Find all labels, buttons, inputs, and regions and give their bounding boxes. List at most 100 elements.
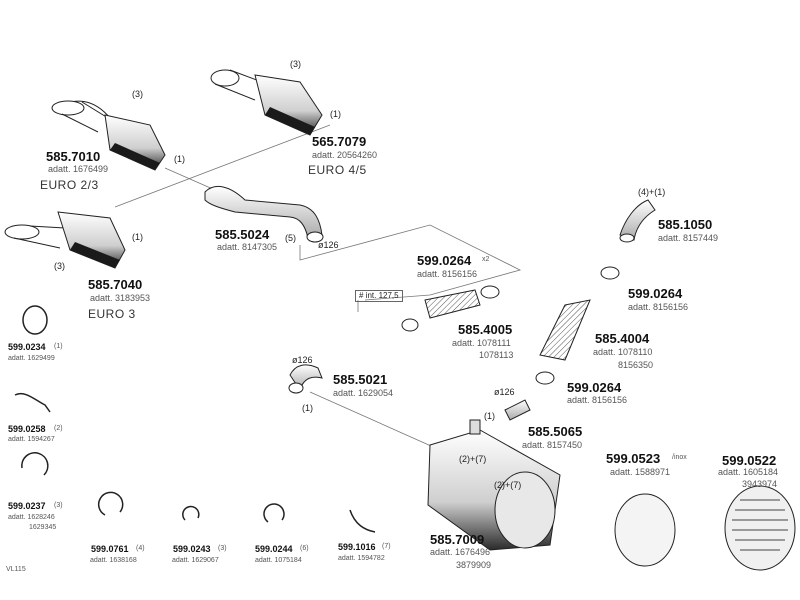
part-number-599-1016: 599.1016	[338, 542, 376, 552]
sheet-code: VL115	[6, 566, 26, 573]
elbow-585-5021-drawing	[288, 364, 323, 394]
euro-565-7079: EURO 4/5	[308, 163, 367, 177]
diameter-label: ø126	[292, 355, 313, 365]
adatt-599-0761: adatt. 1638168	[90, 557, 137, 564]
adatt-585-4004: adatt. 1078110	[593, 347, 653, 357]
adatt2-599-0237: 1629345	[29, 524, 57, 531]
callout-qty: (3)	[54, 261, 65, 271]
muffler-585-7040-drawing	[4, 211, 126, 269]
callout-qty: (2)+(7)	[494, 480, 522, 490]
adatt-585-7040: adatt. 3183953	[90, 293, 151, 303]
inner-diameter-label: # int. 127,5	[355, 290, 403, 302]
diameter-label: ø126	[494, 387, 515, 397]
part-number-585-5065: 585.5065	[528, 424, 583, 439]
pipe-585-1050-drawing	[619, 199, 656, 243]
part-number-599-0522: 599.0522	[722, 453, 777, 468]
part-number-585-4004: 585.4004	[595, 331, 650, 346]
part-number-599-0258: 599.0258	[8, 424, 46, 434]
bolt-icon-599-1016	[349, 509, 376, 533]
part-number-599-0264-b: 599.0264	[628, 286, 683, 301]
callout-qty: (1)	[330, 109, 341, 119]
part-number-599-0523: 599.0523	[606, 451, 661, 466]
flex-pipe-585-4005-drawing	[424, 289, 481, 319]
part-number-599-0237: 599.0237	[8, 501, 46, 511]
qty-599-0761: (4)	[136, 545, 145, 552]
ring-icon-599-0243	[182, 505, 200, 521]
muffler-565-7079-drawing	[210, 69, 323, 136]
adatt-585-5065: adatt. 8157450	[522, 440, 583, 450]
callout-qty: (1)	[484, 411, 495, 421]
adatt-585-5024: adatt. 8147305	[217, 242, 278, 252]
qty-599-0258: (2)	[54, 425, 63, 432]
adatt-599-0258: adatt. 1594267	[8, 436, 55, 443]
qty-599-0243: (3)	[218, 545, 227, 552]
part-number-565-7079: 565.7079	[312, 134, 367, 149]
qty-599-0244: (6)	[300, 545, 309, 552]
ring-icon-599-0761	[97, 491, 124, 516]
adatt-599-0264-c: adatt. 8156156	[567, 395, 628, 405]
clamp-icon-599-0234	[22, 305, 48, 335]
callout-qty: (3)	[290, 59, 301, 69]
adatt2-585-4005: 1078113	[479, 350, 514, 360]
part-number-599-0234: 599.0234	[8, 342, 46, 352]
adatt-599-0523: adatt. 1588971	[610, 467, 671, 477]
clamp-drawings	[401, 266, 620, 385]
adatt-599-0522: adatt. 1605184	[718, 467, 779, 477]
cover-599-0522-drawing	[724, 485, 796, 571]
qty-599-0234: (1)	[54, 343, 63, 350]
adatt-599-1016: adatt. 1594782	[338, 555, 385, 562]
muffler-585-7010-drawing	[51, 100, 166, 171]
part-number-585-7009: 585.7009	[430, 532, 485, 547]
adatt-585-7009: adatt. 1676496	[430, 547, 491, 557]
euro-585-7040: EURO 3	[88, 307, 136, 321]
part-number-599-0761: 599.0761	[91, 544, 129, 554]
part-number-585-7010: 585.7010	[46, 149, 101, 164]
ring-icon-599-0244	[263, 503, 285, 523]
clip-icon-599-0237	[21, 452, 49, 476]
bracket-icon-599-0258	[14, 393, 51, 413]
adatt2-599-0522: 3943974	[742, 479, 778, 489]
qty-599-0264-a: x2	[482, 256, 490, 263]
part-number-599-0264-c: 599.0264	[567, 380, 622, 395]
callout-qty: (1)	[302, 403, 313, 413]
adatt-585-7010: adatt. 1676499	[48, 164, 109, 174]
part-number-585-5024: 585.5024	[215, 227, 270, 242]
hardware-icons	[14, 305, 376, 533]
adatt-599-0264-b: adatt. 8156156	[628, 302, 689, 312]
callout-qty: (1)	[174, 154, 185, 164]
qty-599-1016: (7)	[382, 543, 391, 550]
euro-585-7010: EURO 2/3	[40, 178, 99, 192]
part-number-585-7040: 585.7040	[88, 277, 143, 292]
adatt-599-0237: adatt. 1628246	[8, 514, 55, 521]
adatt2-585-7009: 3879909	[456, 560, 492, 570]
part-number-585-5021: 585.5021	[333, 372, 388, 387]
callout-qty: (2)+(7)	[459, 454, 487, 464]
adatt-599-0244: adatt. 1075184	[255, 557, 302, 564]
callout-qty: (4)+(1)	[638, 187, 666, 197]
adatt-599-0243: adatt. 1629067	[172, 557, 219, 564]
adatt-599-0234: adatt. 1629499	[8, 355, 55, 362]
callout-qty: (5)	[285, 233, 296, 243]
part-number-599-0244: 599.0244	[255, 544, 293, 554]
adatt-599-0264-a: adatt. 8156156	[417, 269, 478, 279]
part-number-599-0243: 599.0243	[173, 544, 211, 554]
diameter-label: ø126	[318, 240, 339, 250]
pipe-585-5024-drawing	[204, 185, 324, 243]
part-number-585-1050: 585.1050	[658, 217, 713, 232]
qty-599-0523: /inox	[672, 454, 687, 461]
adatt-565-7079: adatt. 20564260	[312, 150, 378, 160]
qty-599-0237: (3)	[54, 502, 63, 509]
cover-599-0523-drawing	[614, 493, 676, 567]
adatt-585-4005: adatt. 1078111	[452, 338, 511, 348]
assembly-lines	[114, 124, 522, 451]
callout-qty: (3)	[132, 89, 143, 99]
part-number-585-4005: 585.4005	[458, 322, 513, 337]
adatt-585-5021: adatt. 1629054	[333, 388, 394, 398]
silencer-585-7009-drawing	[427, 419, 561, 551]
adatt-585-1050: adatt. 8157449	[658, 233, 719, 243]
flex-pipe-585-4004-drawing	[539, 299, 591, 361]
callout-qty: (1)	[132, 232, 143, 242]
adatt2-585-4004: 8156350	[618, 360, 654, 370]
pipe-585-5065-drawing	[504, 399, 531, 421]
